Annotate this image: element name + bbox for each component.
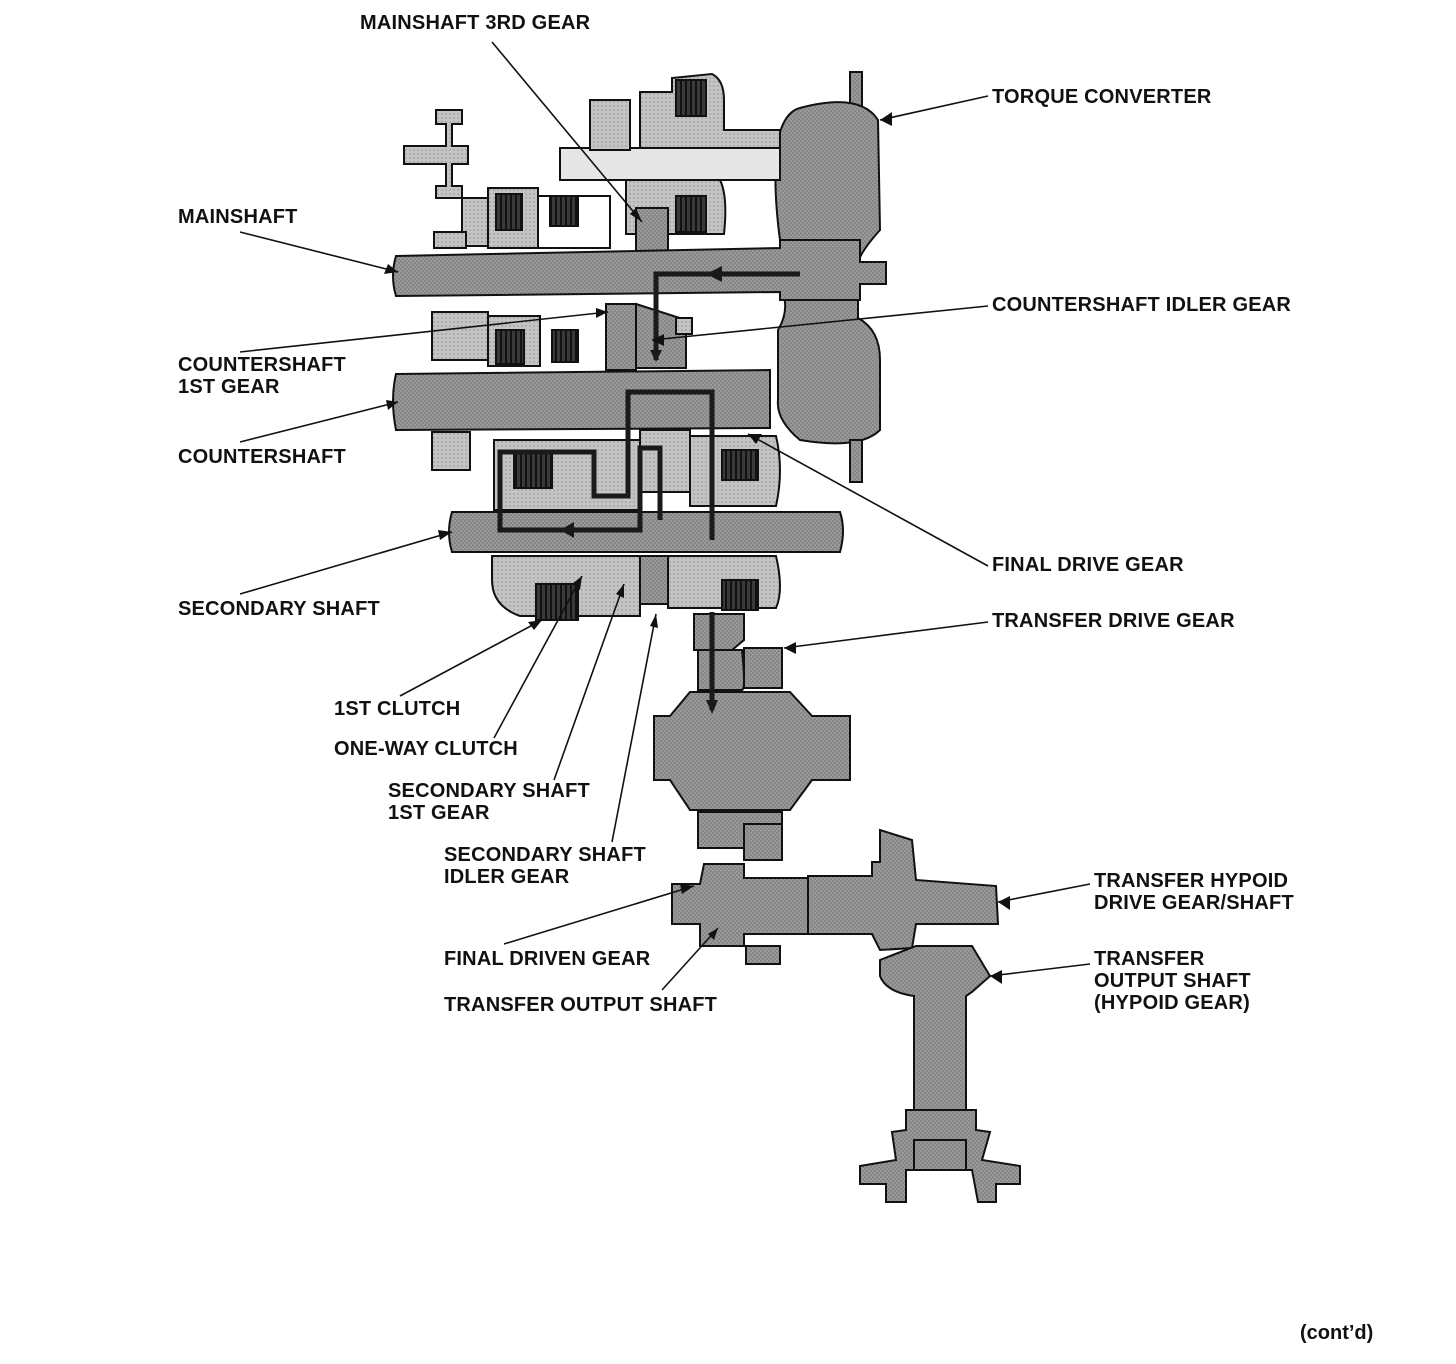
label-countershaft-1st-gear: COUNTERSHAFT 1ST GEAR [178,354,346,398]
label-line: 1ST GEAR [178,376,280,398]
label-line: TRANSFER [1094,948,1205,970]
countershaft-assembly [392,302,771,471]
mainshaft-assembly [392,72,887,301]
label-line: SECONDARY SHAFT [388,780,590,802]
leader-lines [239,41,1091,991]
label-transfer-drive-gear: TRANSFER DRIVE GEAR [992,610,1235,632]
label-line: SECONDARY SHAFT [444,844,646,866]
label-line: COUNTERSHAFT [178,354,346,376]
label-transfer-output-shaft-hypoid-gear: TRANSFER OUTPUT SHAFT (HYPOID GEAR) [1094,948,1251,1014]
label-secondary-shaft-idler-gear: SECONDARY SHAFT IDLER GEAR [444,844,646,888]
leader-arrowheads [384,112,1010,984]
label-transfer-hypoid-drive-gear-shaft: TRANSFER HYPOID DRIVE GEAR/SHAFT [1094,870,1294,914]
label-countershaft-idler-gear: COUNTERSHAFT IDLER GEAR [992,294,1292,316]
power-flow-arrowheads [560,266,722,714]
label-line: IDLER GEAR [444,866,570,888]
label-final-drive-gear: FINAL DRIVE GEAR [992,554,1184,576]
label-line: 1ST GEAR [388,802,490,824]
label-countershaft: COUNTERSHAFT [178,446,346,468]
label-secondary-shaft-1st-gear: SECONDARY SHAFT 1ST GEAR [388,780,590,824]
label-line: (HYPOID GEAR) [1094,992,1250,1014]
label-line: TRANSFER HYPOID [1094,870,1289,892]
power-flow-path [497,271,800,710]
secondary-shaft-assembly [448,429,844,621]
label-secondary-shaft: SECONDARY SHAFT [178,598,380,620]
reverse-selector-part [403,109,469,199]
hypoid-gears [807,828,1021,1203]
label-final-driven-gear: FINAL DRIVEN GEAR [444,948,651,970]
label-one-way-clutch: ONE-WAY CLUTCH [334,738,518,760]
label-line: OUTPUT SHAFT [1094,970,1251,992]
continued-note: (cont’d) [1300,1322,1374,1344]
label-mainshaft-3rd-gear: MAINSHAFT 3RD GEAR [360,12,591,34]
label-1st-clutch: 1ST CLUTCH [334,698,461,720]
label-mainshaft: MAINSHAFT [178,206,298,228]
label-torque-converter: TORQUE CONVERTER [992,86,1212,108]
label-transfer-output-shaft: TRANSFER OUTPUT SHAFT [444,994,718,1016]
label-line: DRIVE GEAR/SHAFT [1094,892,1294,914]
